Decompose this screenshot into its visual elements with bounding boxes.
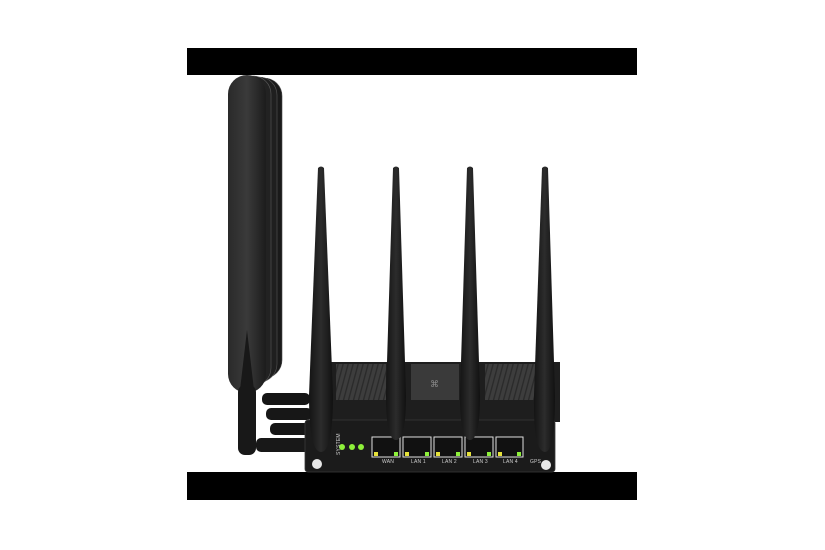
router-body: ⌘ — [304, 362, 560, 473]
letterbox-top — [187, 48, 637, 75]
led-label-system: SYSTEM — [336, 433, 342, 455]
port-label-lan3: LAN 3 — [473, 459, 488, 465]
port-label-gps: GPS — [530, 459, 542, 465]
ethernet-ports — [371, 436, 524, 458]
port-label-wan: WAN — [382, 459, 395, 465]
port-label-lan4: LAN 4 — [503, 459, 518, 465]
svg-text:⌘: ⌘ — [430, 380, 439, 390]
port-led-accents — [374, 452, 521, 456]
port-label-lan2: LAN 2 — [442, 459, 457, 465]
letterbox-bottom — [187, 472, 637, 500]
port-label-lan1: LAN 1 — [411, 459, 426, 465]
dipole-antennas — [309, 166, 555, 452]
paddle-antennas — [228, 75, 312, 455]
status-leds — [339, 444, 364, 450]
